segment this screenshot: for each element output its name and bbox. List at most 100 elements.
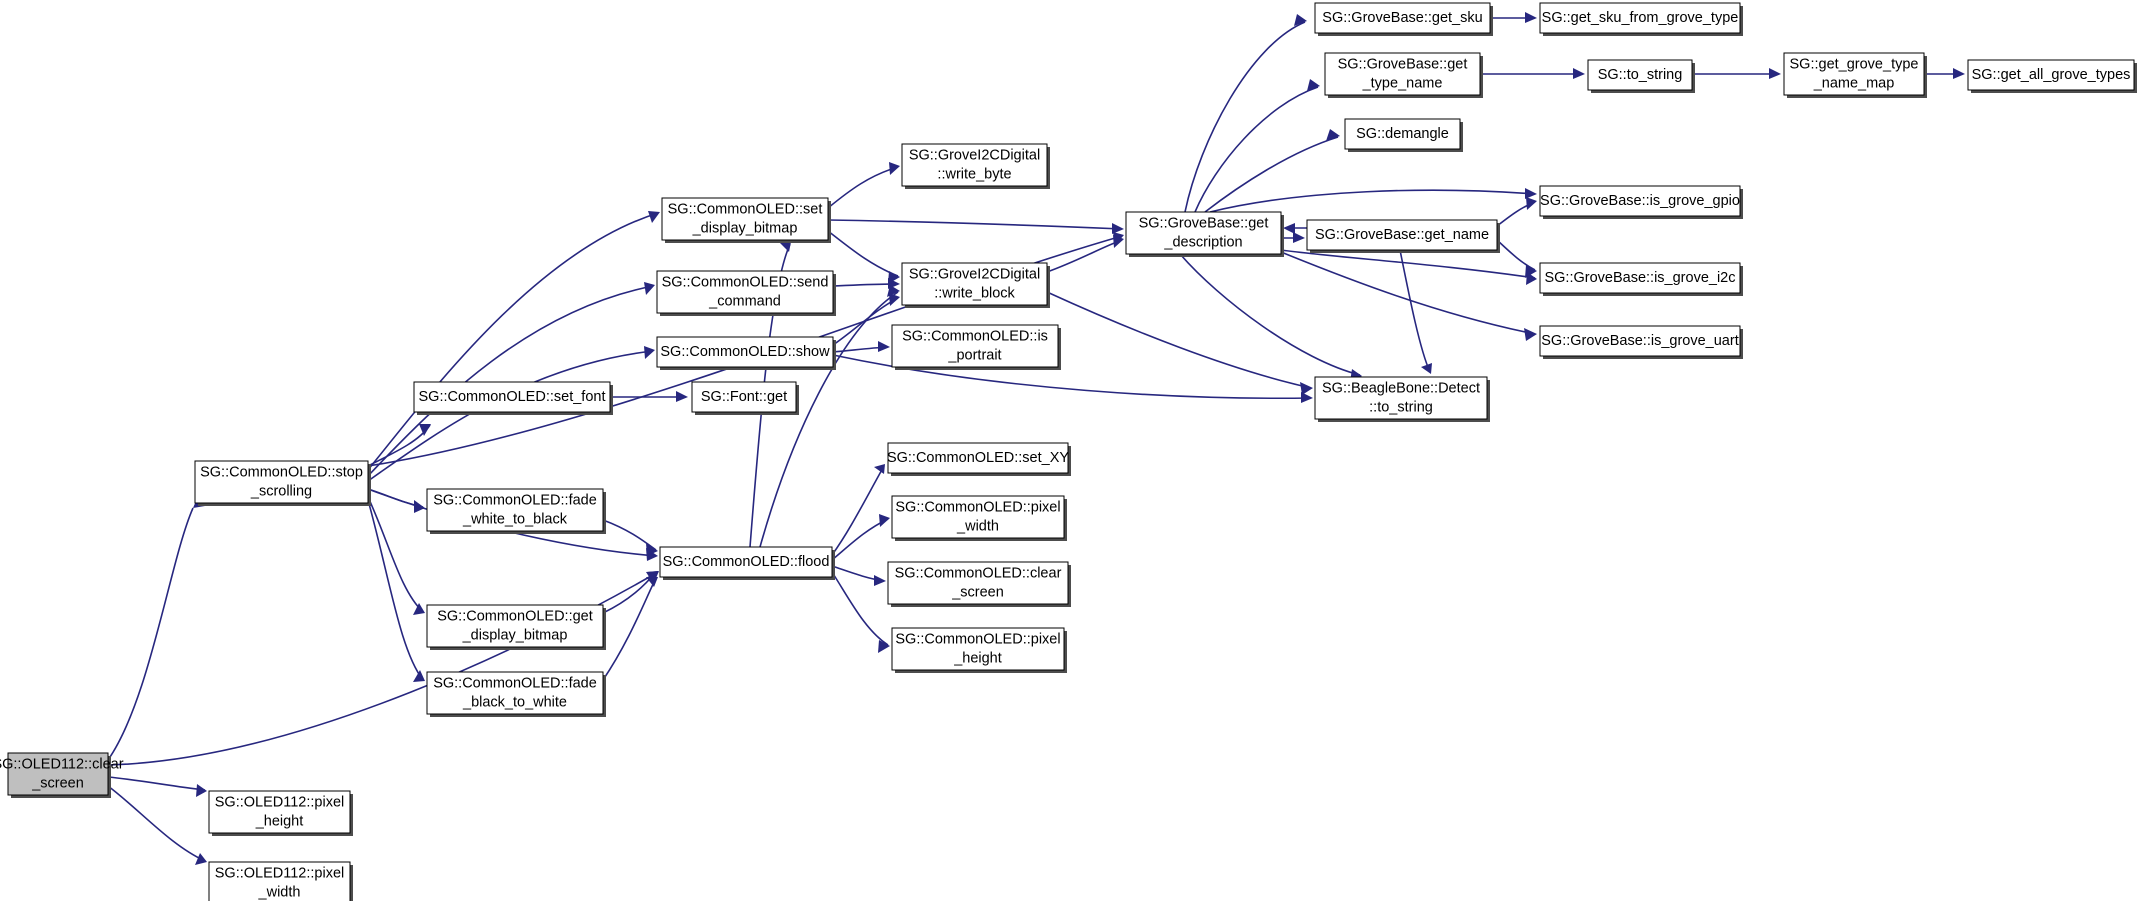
call-edge — [367, 211, 660, 471]
graph-node-sg-grovebase-is-grove-i2c[interactable]: SG::GroveBase::is_grove_i2c — [1539, 262, 1743, 296]
call-edge — [610, 391, 688, 402]
graph-node-sg-commonoled-get-display-bitmap[interactable]: SG::CommonOLED::get_display_bitmap — [426, 604, 606, 650]
graph-node-sg-grovebase-get-description[interactable]: SG::GroveBase::get_description — [1125, 211, 1284, 257]
node-box[interactable] — [208, 790, 351, 834]
graph-node-sg-commonoled-send-command[interactable]: SG::CommonOLED::send_command — [656, 270, 836, 316]
node-label: SG::GroveBase::get — [1338, 56, 1468, 72]
graph-node-sg-oled112-clear-screen[interactable]: SG::OLED112::clear_screen — [0, 752, 124, 798]
node-label: SG::CommonOLED::set — [668, 201, 823, 217]
node-label: SG::BeagleBone::Detect — [1322, 380, 1480, 396]
graph-node-sg-grovei2cdigital-write-byte[interactable]: SG::GroveI2CDigital::write_byte — [901, 143, 1050, 189]
graph-node-sg-commonoled-set-display-bitmap[interactable]: SG::CommonOLED::set_display_bitmap — [661, 197, 831, 243]
node-label: SG::CommonOLED::set_font — [419, 389, 606, 405]
node-label: _screen — [31, 775, 84, 791]
graph-node-sg-commonoled-pixel-height[interactable]: SG::CommonOLED::pixel_height — [891, 627, 1067, 673]
node-box[interactable] — [1314, 2, 1491, 34]
graph-node-sg-commonoled-fade-black-to-white[interactable]: SG::CommonOLED::fade_black_to_white — [426, 671, 606, 717]
node-box[interactable] — [413, 381, 611, 413]
graph-node-sg-commonoled-set-font[interactable]: SG::CommonOLED::set_font — [413, 381, 613, 415]
graph-node-sg-demangle[interactable]: SG::demangle — [1344, 118, 1463, 152]
graph-node-sg-font-get[interactable]: SG::Font::get — [691, 381, 799, 415]
edge-layer — [107, 12, 1965, 865]
node-box[interactable] — [691, 381, 797, 413]
node-box[interactable] — [891, 324, 1059, 368]
node-label: SG::CommonOLED::pixel — [895, 499, 1060, 515]
node-label: _display_bitmap — [692, 220, 798, 236]
node-label: SG::OLED112::pixel — [215, 865, 345, 881]
call-edge — [1046, 291, 1313, 395]
graph-node-sg-commonoled-stop-scrolling[interactable]: SG::CommonOLED::stop_scrolling — [194, 460, 371, 506]
node-label: SG::GroveBase::get_sku — [1322, 10, 1482, 26]
node-box[interactable] — [656, 270, 834, 314]
node-box[interactable] — [1539, 262, 1741, 294]
graph-node-sg-commonoled-set-xy[interactable]: SG::CommonOLED::set_XY — [887, 442, 1071, 476]
call-edge — [1496, 239, 1537, 278]
node-box[interactable] — [901, 262, 1048, 306]
node-label: SG::GroveBase::is_grove_i2c — [1544, 270, 1735, 286]
graph-node-sg-commonoled-clear-screen[interactable]: SG::CommonOLED::clear_screen — [887, 561, 1071, 607]
graph-node-sg-grovebase-is-grove-gpio[interactable]: SG::GroveBase::is_grove_gpio — [1539, 185, 1743, 219]
node-box[interactable] — [1967, 59, 2135, 91]
node-box[interactable] — [1539, 325, 1741, 357]
graph-node-sg-beaglebone-detect-to-string[interactable]: SG::BeagleBone::Detect::to_string — [1314, 376, 1490, 422]
graph-node-sg-commonoled-is-portrait[interactable]: SG::CommonOLED::is_portrait — [891, 324, 1061, 370]
graph-node-sg-commonoled-fade-white-to-black[interactable]: SG::CommonOLED::fade_white_to_black — [426, 488, 606, 534]
graph-node-sg-get-grove-type-name-map[interactable]: SG::get_grove_type_name_map — [1783, 52, 1927, 98]
node-box[interactable] — [1539, 2, 1741, 34]
call-edge — [1283, 223, 1307, 234]
node-box[interactable] — [1344, 118, 1461, 150]
node-box[interactable] — [194, 460, 369, 504]
graph-node-sg-oled112-pixel-width[interactable]: SG::OLED112::pixel_width — [208, 861, 353, 901]
graph-node-sg-get-sku-from-grove-type[interactable]: SG::get_sku_from_grove_type — [1539, 2, 1743, 36]
call-edge — [827, 162, 900, 209]
node-label: SG::GroveI2CDigital — [909, 266, 1040, 282]
node-box[interactable] — [659, 546, 833, 578]
node-box[interactable] — [208, 861, 351, 901]
node-box[interactable] — [891, 627, 1065, 671]
graph-node-sg-grovebase-get-name[interactable]: SG::GroveBase::get_name — [1306, 219, 1500, 253]
node-box[interactable] — [661, 197, 829, 241]
graph-node-sg-grovei2cdigital-write-block[interactable]: SG::GroveI2CDigital::write_block — [901, 262, 1050, 308]
graph-node-sg-grovebase-is-grove-uart[interactable]: SG::GroveBase::is_grove_uart — [1539, 325, 1743, 359]
node-box[interactable] — [1324, 52, 1481, 96]
graph-node-sg-commonoled-show[interactable]: SG::CommonOLED::show — [656, 336, 836, 370]
node-box[interactable] — [1306, 219, 1498, 251]
node-label: ::write_byte — [937, 166, 1011, 182]
call-edge — [759, 285, 900, 548]
node-label: _description — [1163, 234, 1242, 250]
node-label: _height — [953, 650, 1002, 666]
node-label: SG::to_string — [1598, 67, 1683, 83]
graph-node-sg-to-string[interactable]: SG::to_string — [1587, 59, 1695, 93]
node-box[interactable] — [1587, 59, 1693, 91]
node-box[interactable] — [1783, 52, 1925, 96]
graph-node-sg-oled112-pixel-height[interactable]: SG::OLED112::pixel_height — [208, 790, 353, 836]
node-label: SG::CommonOLED::flood — [663, 554, 830, 570]
call-edge — [1194, 79, 1320, 213]
node-box[interactable] — [891, 495, 1065, 539]
node-label: SG::CommonOLED::get — [437, 608, 593, 624]
graph-node-sg-grovebase-get-sku[interactable]: SG::GroveBase::get_sku — [1314, 2, 1493, 36]
graph-node-sg-get-all-grove-types[interactable]: SG::get_all_grove_types — [1967, 59, 2137, 93]
call-edge — [107, 776, 207, 797]
graph-node-sg-commonoled-flood[interactable]: SG::CommonOLED::flood — [659, 546, 835, 580]
node-box[interactable] — [887, 561, 1069, 605]
node-label: SG::get_all_grove_types — [1972, 67, 2131, 83]
node-box[interactable] — [426, 671, 604, 715]
node-label: SG::OLED112::clear — [0, 756, 124, 772]
node-box[interactable] — [887, 442, 1069, 474]
node-box[interactable] — [1539, 185, 1741, 217]
call-edge — [831, 565, 886, 586]
call-edge — [602, 519, 658, 556]
node-box[interactable] — [1314, 376, 1488, 420]
node-box[interactable] — [901, 143, 1048, 187]
graph-node-sg-grovebase-get-type-name[interactable]: SG::GroveBase::get_type_name — [1324, 52, 1483, 98]
node-box[interactable] — [7, 752, 109, 796]
node-box[interactable] — [656, 336, 834, 368]
node-box[interactable] — [1125, 211, 1282, 255]
node-box[interactable] — [426, 604, 604, 648]
graph-node-sg-commonoled-pixel-width[interactable]: SG::CommonOLED::pixel_width — [891, 495, 1067, 541]
node-label: SG::CommonOLED::is — [902, 328, 1048, 344]
node-box[interactable] — [426, 488, 604, 532]
